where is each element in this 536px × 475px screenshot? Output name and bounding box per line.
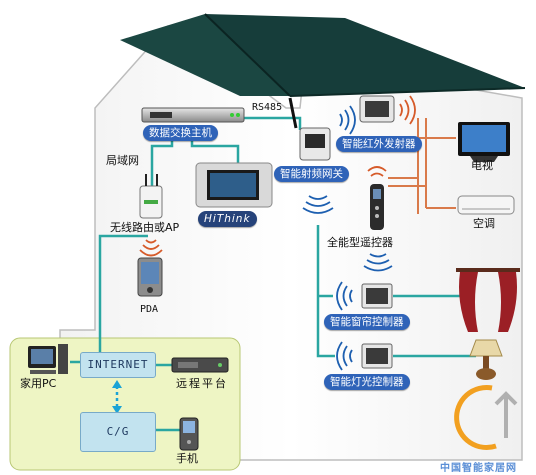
curtain-controller-device [361, 283, 393, 309]
pda-label: PDA [140, 304, 159, 315]
home-pc-device [28, 344, 68, 374]
ir-emitter-label: 智能红外发射器 [336, 136, 422, 152]
ir-links [388, 118, 456, 214]
watermark-text: 中国智能家居网 [440, 463, 517, 474]
house-roof-ridge [204, 13, 291, 97]
data-switch-host-label: 数据交换主机 [143, 125, 218, 141]
universal-remote-label: 全能型遥控器 [327, 236, 393, 249]
ac-device [457, 195, 515, 215]
ir-emitter-device [359, 95, 395, 123]
gateway-signal-right [339, 105, 356, 135]
mobile-phone-device [179, 417, 199, 451]
watermark-logo [454, 385, 518, 451]
remote-platform-device [171, 357, 229, 373]
rs485-label: RS485 [252, 102, 283, 113]
ir-emitter-signal [399, 95, 416, 125]
curtain-controller-label: 智能窗帘控制器 [324, 314, 410, 330]
ac-label: 空调 [473, 217, 495, 230]
link-router-to-internet [98, 234, 148, 353]
rf-gateway-label: 智能射频网关 [274, 166, 349, 182]
lamp-device [469, 339, 503, 380]
house-roof-eave [289, 87, 526, 97]
cg-box: C/G [80, 412, 156, 452]
mobile-phone-label: 手机 [176, 452, 198, 465]
link-gateway-down [316, 225, 335, 358]
lan-label: 局域网 [106, 154, 139, 167]
link-host-to-gateway [243, 116, 302, 130]
gateway-signal-down [302, 195, 334, 214]
tv-label: 电视 [471, 159, 493, 172]
curtain-signal [336, 281, 353, 311]
remote-platform-label: 远程平台 [176, 377, 228, 390]
remote-signal-down [363, 253, 393, 272]
router-signal [139, 239, 163, 257]
wireless-router-device [139, 174, 163, 219]
home-pc-label: 家用PC [20, 377, 57, 390]
hithink-panel-device [195, 162, 273, 208]
hithink-label: HiThink [198, 211, 257, 227]
light-controller-label: 智能灯光控制器 [324, 374, 410, 390]
pda-device [137, 257, 163, 297]
light-controller-device [361, 343, 393, 369]
internet-cg-link [112, 380, 122, 414]
house-roof-main [205, 14, 525, 96]
rf-gateway-device [288, 97, 331, 161]
light-signal [336, 341, 353, 371]
internet-box: INTERNET [80, 352, 156, 378]
house-roof-left [120, 14, 290, 96]
curtains-device [456, 268, 520, 332]
data-switch-host-device [141, 107, 245, 123]
remote-signal-up [367, 166, 387, 177]
wireless-router-label: 无线路由或AP [110, 221, 180, 234]
universal-remote-device [370, 184, 384, 230]
tv-device [458, 122, 510, 162]
